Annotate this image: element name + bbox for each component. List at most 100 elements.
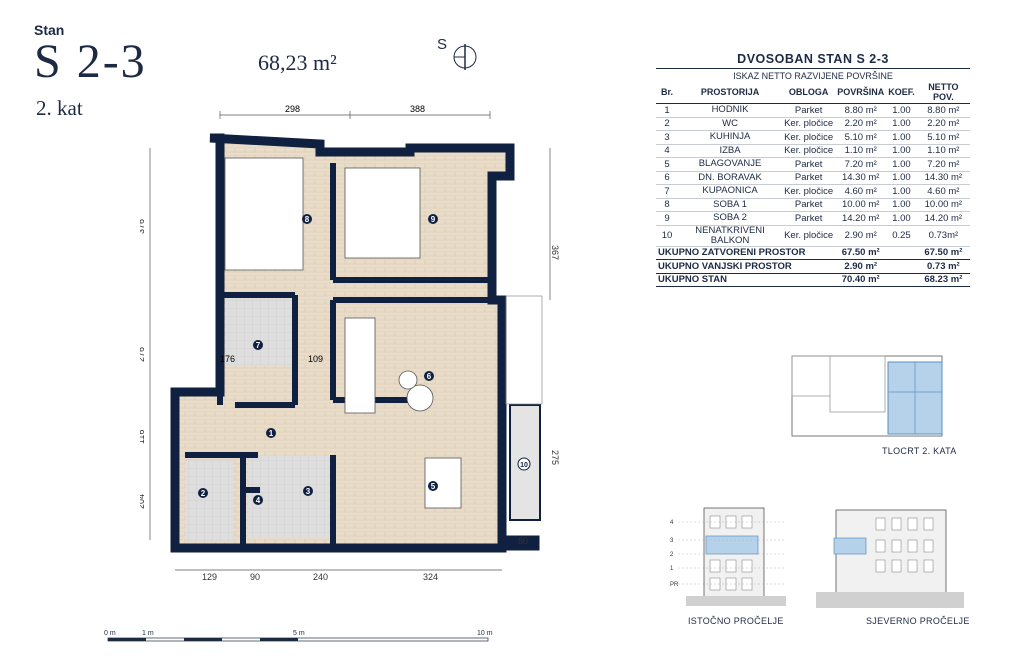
room-marker-7: 7 <box>256 341 261 350</box>
scale-label-0: 0 m <box>104 630 116 637</box>
row-area: 5.10 m² <box>835 130 887 145</box>
row-area: 4.60 m² <box>835 184 887 199</box>
total-net: 0.73 m² <box>916 259 970 274</box>
level-label: 3 <box>670 538 674 544</box>
room-marker-4: 4 <box>256 496 261 505</box>
row-room: HODNIK <box>678 103 783 118</box>
room-marker-9: 9 <box>431 215 436 224</box>
row-room: BLAGOVANJE <box>678 157 783 172</box>
area-table-grid: Br. PROSTORIJA OBLOGA POVRŠINA KOEF. NET… <box>656 81 970 287</box>
row-net: 0.73m² <box>916 225 970 247</box>
dim-balcony: 80 <box>518 536 528 546</box>
row-room: DN. BORAVAK <box>678 171 783 185</box>
row-coef: 1.00 <box>886 171 917 185</box>
total-area: 70.40 m² <box>835 273 887 287</box>
row-area: 2.90 m² <box>835 225 887 247</box>
dim-left-4: 204 <box>140 494 146 509</box>
row-net: 14.30 m² <box>916 171 970 185</box>
col-net: NETTO POV. <box>916 81 970 104</box>
total-net: 68.23 m² <box>916 273 970 287</box>
row-net: 8.80 m² <box>916 103 970 118</box>
total-row-closed: UKUPNO ZATVORENI PROSTOR 67.50 m² 67.50 … <box>656 246 970 260</box>
room-marker-2: 2 <box>201 489 206 498</box>
row-net: 7.20 m² <box>916 157 970 172</box>
dim-right-1: 367 <box>550 245 560 260</box>
dim-top-2: 388 <box>410 104 425 114</box>
dim-bottom-3: 240 <box>313 572 328 582</box>
row-area: 1.10 m² <box>835 144 887 158</box>
row-finish: Ker. pločice <box>782 117 836 131</box>
elevations: 4 3 2 1 PR <box>670 507 964 608</box>
total-area: 67.50 m² <box>835 246 887 260</box>
row-net: 1.10 m² <box>916 144 970 158</box>
floor-label: 2. kat <box>36 96 83 120</box>
table-subtitle: ISKAZ NETTO RAZVIJENE POVRŠINE <box>656 68 970 81</box>
row-coef: 1.00 <box>886 211 917 226</box>
dim-top-1: 298 <box>285 104 300 114</box>
col-area: POVRŠINA <box>835 81 887 104</box>
dim-left-2: 276 <box>140 347 146 362</box>
dim-inner-1: 176 <box>220 354 235 364</box>
row-room: KUHINJA <box>678 130 783 145</box>
east-elevation: 4 3 2 1 PR <box>670 507 786 606</box>
dim-right-3: 275 <box>550 450 560 465</box>
room-marker-6: 6 <box>427 372 432 381</box>
dim-bottom-2: 90 <box>250 572 260 582</box>
row-area: 14.20 m² <box>835 211 887 226</box>
east-elevation-caption: ISTOČNO PROČELJE <box>688 616 784 626</box>
col-room: PROSTORIJA <box>678 81 783 104</box>
col-floor: OBLOGA <box>782 81 836 104</box>
level-label: PR <box>670 582 679 588</box>
row-area: 14.30 m² <box>835 171 887 185</box>
row-room: KUPAONICA <box>678 184 783 199</box>
row-area: 10.00 m² <box>835 198 887 212</box>
room-marker-5: 5 <box>431 482 436 491</box>
row-number: 2 <box>656 117 678 131</box>
row-number: 5 <box>656 157 678 172</box>
col-coef: KOEF. <box>886 81 917 104</box>
row-coef: 1.00 <box>886 157 917 172</box>
total-area: 2.90 m² <box>835 259 887 274</box>
total-label: UKUPNO ZATVORENI PROSTOR <box>656 246 836 260</box>
row-number: 6 <box>656 171 678 185</box>
row-finish: Parket <box>782 103 836 118</box>
col-no: Br. <box>656 81 678 104</box>
row-number: 7 <box>656 184 678 199</box>
row-area: 8.80 m² <box>835 103 887 118</box>
row-net: 2.20 m² <box>916 117 970 131</box>
row-coef: 1.00 <box>886 103 917 118</box>
row-coef: 0.25 <box>886 225 917 247</box>
row-coef: 1.00 <box>886 144 917 158</box>
row-number: 8 <box>656 198 678 212</box>
level-label: 2 <box>670 552 674 558</box>
row-net: 5.10 m² <box>916 130 970 145</box>
stan-label: Stan <box>34 22 65 38</box>
north-elevation <box>816 509 964 608</box>
area-table: DVOSOBAN STAN S 2-3 ISKAZ NETTO RAZVIJEN… <box>656 52 970 287</box>
total-label: UKUPNO STAN <box>656 273 836 287</box>
row-area: 2.20 m² <box>835 117 887 131</box>
table-header-row: Br. PROSTORIJA OBLOGA POVRŠINA KOEF. NET… <box>656 81 970 104</box>
key-floor-plan <box>791 355 943 437</box>
row-number: 9 <box>656 211 678 226</box>
total-row-outdoor: UKUPNO VANJSKI PROSTOR 2.90 m² 0.73 m² <box>656 259 970 274</box>
row-finish: Ker. pločice <box>782 130 836 145</box>
floor-plan: 298 388 1 2 3 4 5 6 7 8 9 10 176 109 376… <box>140 104 560 582</box>
total-row-apartment: UKUPNO STAN 70.40 m² 68.23 m² <box>656 273 970 287</box>
scale-label-1: 1 m <box>142 630 154 637</box>
unit-code: S 2-3 <box>34 35 147 88</box>
row-room: NENATKRIVENI BALKON <box>678 225 783 247</box>
table-title: DVOSOBAN STAN S 2-3 <box>737 52 889 66</box>
row-net: 10.00 m² <box>916 198 970 212</box>
total-net: 67.50 m² <box>916 246 970 260</box>
dim-bottom-4: 324 <box>423 572 438 582</box>
row-finish: Parket <box>782 171 836 185</box>
north-elevation-caption: SJEVERNO PROČELJE <box>866 616 970 626</box>
